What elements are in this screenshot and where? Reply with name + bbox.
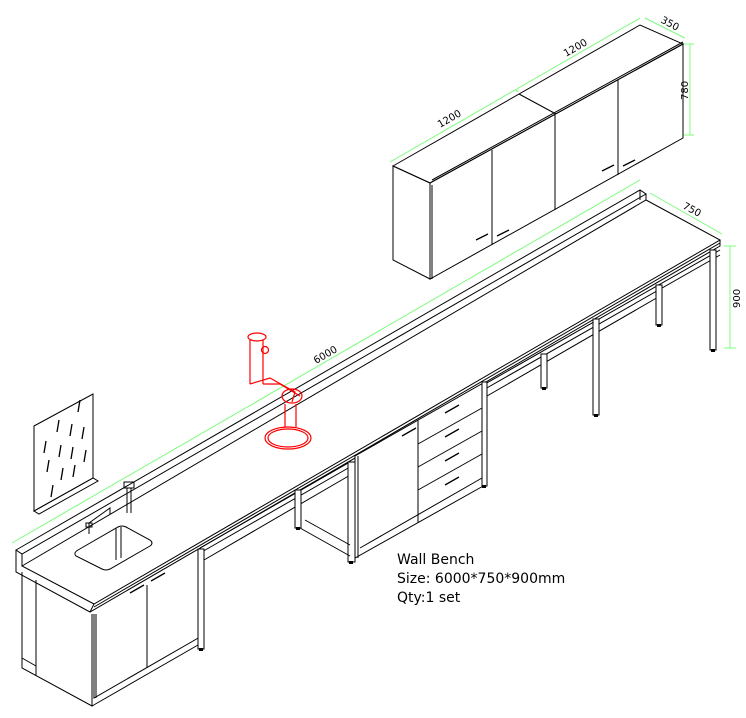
door-handle: [129, 584, 145, 594]
pegboard-rack: [33, 393, 99, 515]
fume-extraction-arm: [247, 332, 312, 450]
bench-worktop: [15, 189, 722, 613]
sink: [74, 525, 153, 571]
title-block: Wall Bench Size: 6000*750*900mm Qty:1 se…: [397, 551, 565, 608]
sink-cabinet: [21, 548, 201, 707]
wall-cabinet-dimensions: 1200 1200 350 780: [389, 15, 694, 163]
product-name: Wall Bench: [397, 552, 475, 568]
drawer-handle: [444, 404, 460, 414]
dim-bench-length: 6000: [312, 344, 340, 366]
faucet: [85, 481, 135, 534]
cabinet-handle: [475, 233, 489, 241]
dim-bench-height: 900: [732, 289, 743, 308]
product-qty: Qty:1 set: [397, 590, 461, 606]
dim-wall-cab-height: 780: [680, 81, 691, 100]
steel-frame-legs: [197, 249, 721, 651]
wall-cabinet: [391, 24, 685, 280]
product-size: Size: 6000*750*900mm: [397, 571, 566, 587]
drawer-cabinet: [354, 381, 488, 559]
door-handle: [401, 427, 417, 437]
